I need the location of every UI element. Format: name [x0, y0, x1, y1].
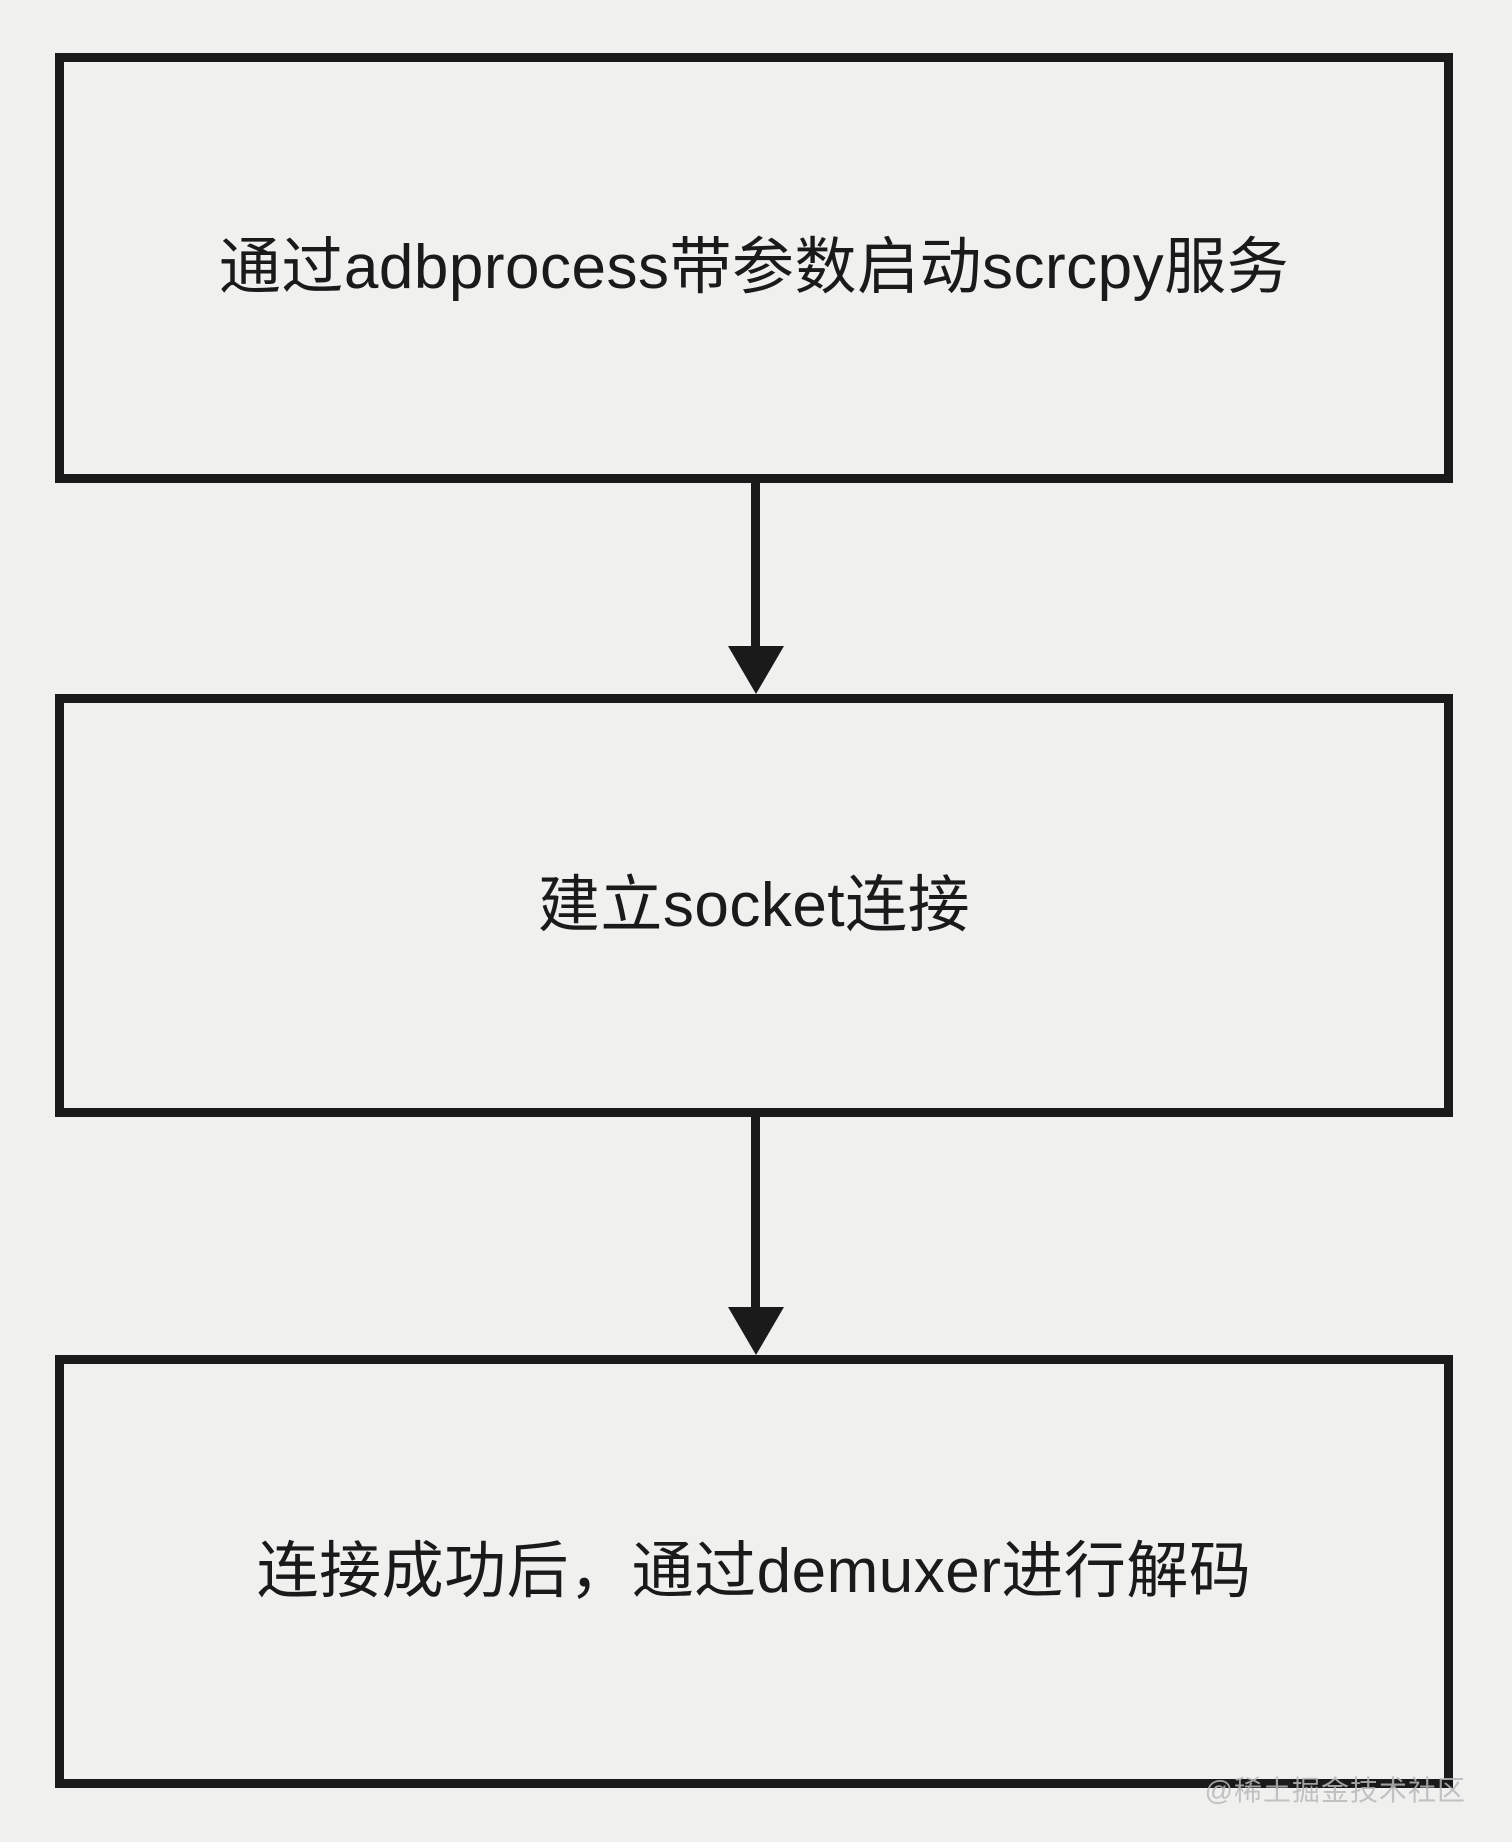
arrow-stem: [751, 1117, 760, 1310]
arrow-stem: [751, 483, 760, 649]
arrow-down-icon: [728, 1117, 784, 1355]
arrow-head: [728, 1307, 784, 1355]
watermark: @稀土掘金技术社区: [1204, 1775, 1466, 1806]
arrow-down-icon: [728, 483, 784, 694]
flow-node-start-scrcpy-service: 通过adbprocess带参数启动scrcpy服务: [55, 53, 1453, 483]
flow-node-label: 通过adbprocess带参数启动scrcpy服务: [218, 233, 1290, 303]
flow-node-establish-socket: 建立socket连接: [55, 694, 1453, 1117]
flow-node-demuxer-decode: 连接成功后，通过demuxer进行解码: [55, 1355, 1453, 1788]
arrow-head: [728, 646, 784, 694]
flow-node-label: 连接成功后，通过demuxer进行解码: [256, 1536, 1252, 1606]
flow-node-label: 建立socket连接: [537, 870, 971, 940]
